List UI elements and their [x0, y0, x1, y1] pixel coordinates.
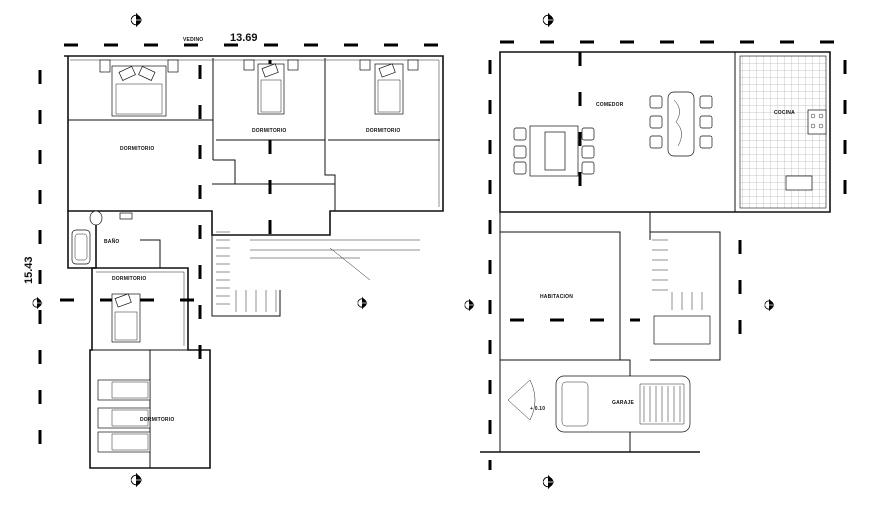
room-habitacion: HABITACION: [540, 294, 573, 300]
top-dim-prefix: VEDINO: [183, 37, 203, 43]
room-dorm-right: DORMITORIO: [366, 128, 400, 134]
room-dorm-main: DORMITORIO: [120, 146, 154, 152]
left-stair: [211, 228, 420, 317]
right-floor-plan: [462, 12, 847, 490]
side-dimension: 15.43: [23, 256, 35, 284]
left-floor-plan: [30, 12, 450, 488]
room-dorm-mid: DORMITORIO: [252, 128, 286, 134]
room-dorm-lower: DORMITORIO: [112, 276, 146, 282]
top-dimension: 13.69: [230, 32, 258, 44]
car-outline: [555, 375, 691, 433]
garage-level: + 0.10: [530, 406, 545, 412]
room-comedor: COMEDOR: [596, 102, 624, 108]
right-stair: [652, 239, 711, 345]
room-cocina: COCINA: [774, 110, 795, 116]
room-dorm-bottom: DORMITORIO: [140, 417, 174, 423]
room-bano: BAÑO: [104, 238, 120, 245]
room-garaje: GARAJE: [612, 400, 635, 406]
